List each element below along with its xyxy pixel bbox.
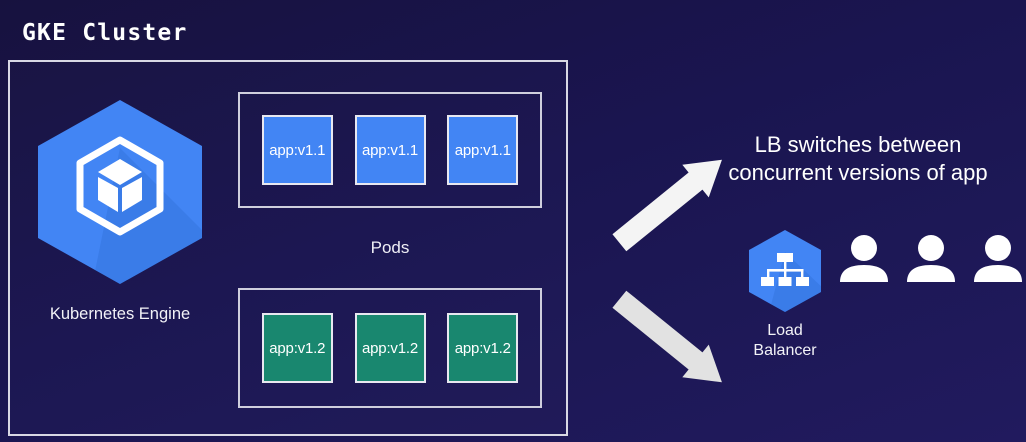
pod-group-v1-1: app:v1.1 app:v1.1 app:v1.1	[238, 92, 542, 208]
lb-annotation-line-2: concurrent versions of app	[728, 159, 988, 185]
load-balancer-label-line-2: Balancer	[753, 342, 817, 359]
pods-label: Pods	[370, 238, 410, 257]
pod-app-v1-2[interactable]: app:v1.2	[261, 313, 333, 383]
users-group	[838, 234, 1024, 282]
user-person-icon	[974, 235, 1022, 282]
pod-app-v1-2[interactable]: app:v1.2	[447, 313, 519, 383]
pod-app-v1-2[interactable]: app:v1.2	[354, 313, 426, 383]
pod-app-v1-1[interactable]: app:v1.1	[447, 115, 519, 185]
lb-annotation-line-1: LB switches between	[754, 132, 962, 157]
load-balancer-label: Load Balancer	[753, 321, 816, 361]
user-person-icon	[907, 235, 955, 282]
kubernetes-engine-hexagon	[30, 96, 210, 293]
kubernetes-engine-icon	[38, 100, 202, 284]
lb-annotation: LB switches between concurrent versions …	[690, 131, 1026, 186]
load-balancer-node: Load Balancer	[742, 228, 828, 361]
gke-cluster-boundary	[8, 60, 568, 436]
load-balancer-icon	[749, 230, 821, 312]
arrow-to-v1-2-icon	[612, 290, 722, 383]
user-person-icon	[840, 235, 888, 282]
pod-app-v1-1[interactable]: app:v1.1	[261, 115, 333, 185]
kubernetes-engine-node: Kubernetes Engine	[22, 96, 218, 346]
pod-app-v1-1[interactable]: app:v1.1	[354, 115, 426, 185]
kubernetes-engine-label: Kubernetes Engine	[49, 305, 191, 323]
load-balancer-label-line-1: Load	[767, 322, 803, 339]
page-title: GKE Cluster	[22, 20, 188, 46]
pod-group-v1-2: app:v1.2 app:v1.2 app:v1.2	[238, 288, 542, 408]
